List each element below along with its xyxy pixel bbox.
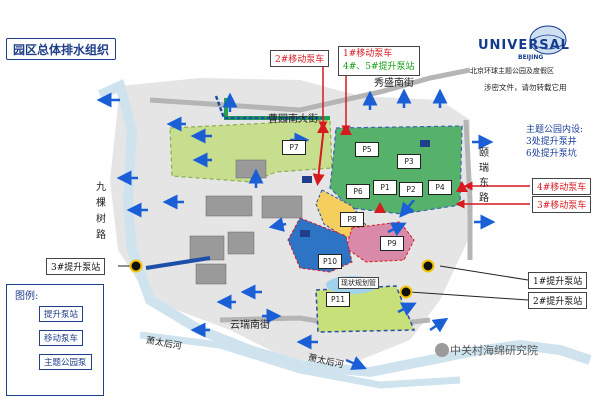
theme-info-line2: 6处提升泵坑	[526, 149, 577, 159]
legend-title: 图例:	[15, 291, 39, 302]
theme-park-info: 主题公园内设: 3处提升泵井 6处提升泵坑	[526, 124, 583, 160]
label-lake: 现状规划管	[338, 277, 379, 289]
pit-p5: P5	[355, 142, 379, 157]
label-pump45-top: 4#、5#提升泵站	[343, 62, 415, 72]
legend-pump-station-label: 提升泵站	[39, 306, 84, 322]
label-pump3-mobile: 3#移动泵车	[532, 196, 592, 213]
pit-p1: P1	[373, 180, 397, 195]
street-north-left: 曹园南大街	[268, 114, 318, 125]
watermark: 中关村海绵研究院	[432, 342, 538, 358]
logo-org: 北京环球主题公园及度假区	[470, 67, 554, 75]
pit-p6: P6	[346, 184, 370, 199]
pipe-north-blue	[214, 95, 322, 120]
pit-p4: P4	[428, 180, 452, 195]
label-pump3-station: 3#提升泵站	[46, 258, 106, 275]
legend: 图例: 提升泵站 移动泵车 主题公园泵	[6, 284, 104, 396]
pit-p7: P7	[282, 140, 306, 155]
street-north: 秀盛南街	[374, 78, 414, 89]
river-west	[97, 79, 592, 378]
street-south: 云瑞南街	[230, 320, 270, 331]
buildings	[189, 159, 303, 285]
theme-info-line1: 3处提升泵井	[526, 137, 577, 147]
legend-mobile-pump-label: 移动泵车	[39, 330, 84, 346]
road-east	[463, 119, 473, 260]
pipe-west	[145, 256, 211, 270]
leader-1-station	[439, 265, 529, 281]
theme-info-header: 主题公园内设:	[526, 125, 584, 135]
theme-pumps	[300, 140, 430, 237]
legend-row-theme-pump: 主题公园泵	[13, 353, 92, 371]
leader-2-station	[409, 291, 529, 301]
confidential-notice: 涉密文件，请勿转载它用	[484, 83, 567, 92]
pump-stations	[129, 259, 435, 299]
road-north	[149, 67, 471, 113]
legend-pump-station-icon	[13, 307, 35, 321]
pit-p9: P9	[380, 236, 404, 251]
label-pump1-station: 1#提升泵站	[528, 272, 588, 289]
zone-theme	[329, 125, 463, 215]
legend-row-mobile-pump: 移动泵车	[13, 329, 84, 347]
street-west: 九棵树路	[96, 182, 106, 241]
pit-p11: P11	[326, 292, 350, 307]
label-pump2-top: 2#移动泵车	[270, 50, 330, 67]
legend-theme-pump-label: 主题公园泵	[39, 354, 92, 370]
universal-globe-icon	[529, 25, 567, 55]
pit-p2: P2	[399, 182, 423, 197]
watermark-text: 中关村海绵研究院	[450, 344, 538, 357]
street-east: 颐瑞东路	[479, 148, 489, 204]
wechat-icon	[435, 343, 449, 357]
label-pump1-group: 1#移动泵车 4#、5#提升泵站	[338, 46, 420, 76]
label-pump1-top: 1#移动泵车	[343, 49, 393, 59]
label-pump2-station: 2#提升泵站	[528, 292, 588, 309]
legend-mobile-pump-icon	[13, 331, 35, 345]
pit-p3: P3	[397, 154, 421, 169]
logo-beijing: BEIJING	[518, 54, 544, 61]
drainage-arrows	[96, 88, 496, 370]
mobile-pumps	[317, 122, 468, 213]
label-pump4-mobile: 4#移动泵车	[532, 178, 592, 195]
logo-wordmark: UNIVERSAL	[478, 38, 570, 53]
flow-red-5	[312, 125, 325, 186]
page-title: 园区总体排水组织	[6, 38, 116, 60]
pit-p10: P10	[318, 254, 342, 269]
legend-theme-pump-icon	[13, 355, 35, 369]
legend-row-pump-station: 提升泵站	[13, 305, 84, 323]
pit-p8: P8	[340, 212, 364, 227]
river-south	[139, 331, 461, 389]
